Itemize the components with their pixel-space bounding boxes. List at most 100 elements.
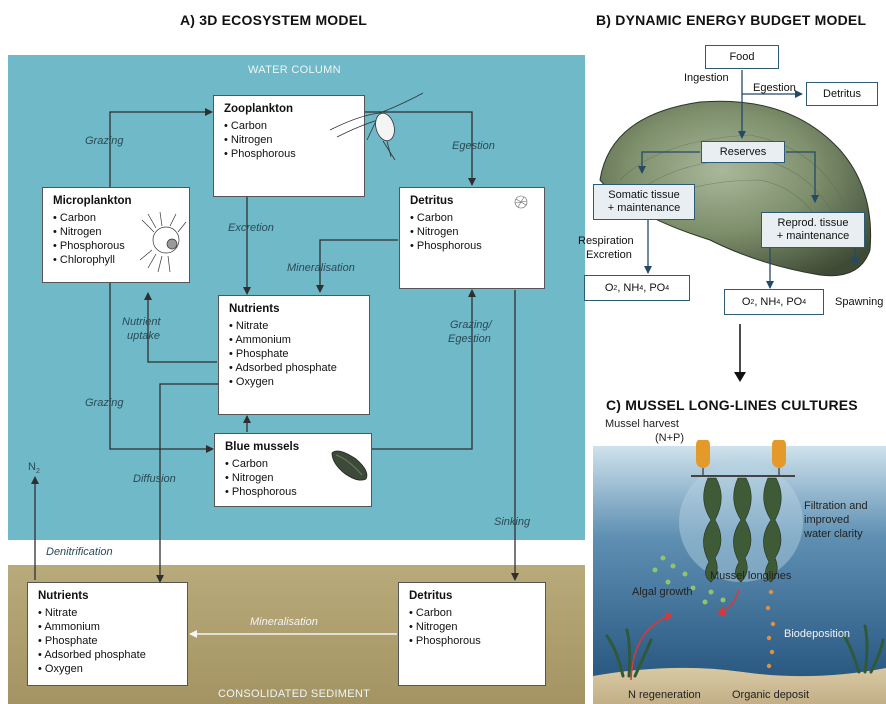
panel-c-illustration (593, 440, 886, 704)
out-right-nh-sub: 4 (776, 298, 781, 306)
blue-mussels-item: Nitrogen (225, 471, 361, 485)
detritus-title: Detritus (410, 195, 454, 207)
detritus-item: Phosphorous (410, 239, 534, 253)
nutrients-item: Adsorbed phosphate (229, 361, 359, 375)
out-left-po-sub: 4 (665, 284, 670, 292)
nutrients-item: Ammonium (229, 333, 359, 347)
filtration-line2: improved (804, 514, 850, 526)
blue-mussels-item: Phosphorous (225, 485, 361, 499)
out-right-po: , PO (780, 296, 803, 308)
out-right-o: O (741, 296, 751, 308)
sediment-nutrients-item: Ammonium (38, 620, 177, 634)
sediment-nutrients-box: Nutrients Nitrate Ammonium Phosphate Ads… (27, 582, 188, 686)
food-box: Food (705, 45, 779, 69)
panel-b-title: B) DYNAMIC ENERGY BUDGET MODEL (596, 12, 867, 28)
out-right-o-sup: 2 (750, 298, 755, 306)
egestion-label: Egestion (753, 82, 796, 94)
somatic-line1: Somatic tissue (608, 189, 680, 201)
sediment-detritus-box: Detritus Carbon Nitrogen Phosphorous (398, 582, 546, 686)
respiration-label: Respiration (578, 235, 634, 247)
sediment-nutrients-item: Oxygen (38, 662, 177, 676)
out-right-nh: , NH (754, 296, 777, 308)
zooplankton-box: Zooplankton Carbon Nitrogen Phosphorous (213, 95, 365, 197)
zooplankton-item: Nitrogen (224, 133, 354, 147)
flow-grazing-egestion-line2: Egestion (448, 333, 491, 345)
detritus-item: Carbon (410, 211, 534, 225)
flow-diffusion: Diffusion (133, 473, 176, 485)
out-left-po: , PO (643, 282, 666, 294)
mussel-harvest-line1: Mussel harvest (605, 418, 679, 430)
filtration-line1: Filtration and (804, 500, 868, 512)
water-column-label: WATER COLUMN (248, 64, 341, 76)
sediment-nutrients-item: Adsorbed phosphate (38, 648, 177, 662)
sediment-nutrients-item: Nitrate (38, 606, 177, 620)
sediment-nutrients-item: Phosphate (38, 634, 177, 648)
flow-excretion: Excretion (228, 222, 274, 234)
flow-grazing-top: Grazing (85, 135, 124, 147)
reproductive-tissue-box: Reprod. tissue + maintenance (761, 212, 865, 248)
microplankton-box: Microplankton Carbon Nitrogen Phosphorou… (42, 187, 190, 283)
flow-nutrient-uptake-line1: Nutrient (122, 316, 161, 328)
n-regeneration-label: N regeneration (628, 689, 701, 701)
n2-symbol: N (28, 461, 36, 473)
nutrients-title: Nutrients (229, 303, 280, 315)
reprod-line1: Reprod. tissue (777, 217, 849, 229)
out-left-nh-sub: 4 (639, 284, 644, 292)
algal-growth-label: Algal growth (632, 586, 693, 598)
blue-mussels-box: Blue mussels Carbon Nitrogen Phosphorous (214, 433, 372, 507)
panel-c-title: C) MUSSEL LONG-LINES CULTURES (606, 397, 858, 413)
flow-n2: N2 (28, 461, 40, 475)
detritus-particle-icon (514, 195, 528, 209)
flow-egestion: Egestion (452, 140, 495, 152)
flow-nutrient-uptake-line2: uptake (127, 330, 161, 342)
microplankton-item: Nitrogen (53, 225, 179, 239)
sediment-detritus-title: Detritus (409, 590, 453, 602)
reprod-line2: + maintenance (776, 230, 850, 242)
detritus-item: Nitrogen (410, 225, 534, 239)
somatic-line2: + maintenance (607, 202, 681, 214)
flow-sinking: Sinking (494, 516, 531, 528)
b-to-c-arrow (734, 324, 746, 382)
mussel-illustration (331, 450, 368, 481)
flow-denitrification: Denitrification (46, 546, 113, 558)
biodeposition-label: Biodeposition (784, 628, 851, 640)
blue-mussels-title: Blue mussels (225, 441, 300, 453)
microplankton-item: Chlorophyll (53, 253, 179, 267)
microplankton-item: Phosphorous (53, 239, 179, 253)
zooplankton-illustration (329, 92, 424, 161)
sediment-detritus-item: Nitrogen (409, 620, 535, 634)
out-left-o-sup: 2 (613, 284, 618, 292)
ingestion-label: Ingestion (684, 72, 729, 84)
reserves-box: Reserves (701, 141, 785, 163)
blue-mussels-item: Carbon (225, 457, 361, 471)
filtration-line3: water clarity (804, 528, 863, 540)
spawning-label: Spawning (835, 296, 884, 308)
mussel-longlines-label: Mussel longlines (710, 570, 792, 582)
microplankton-illustration (139, 211, 187, 273)
n2-subscript: 2 (35, 468, 40, 476)
microplankton-title: Microplankton (53, 195, 132, 207)
zooplankton-title: Zooplankton (224, 103, 293, 115)
detritus-box: Detritus Carbon Nitrogen Phosphorous (399, 187, 545, 289)
zooplankton-item: Phosphorous (224, 147, 354, 161)
out-left-nh: , NH (617, 282, 640, 294)
zooplankton-item: Carbon (224, 119, 354, 133)
somatic-tissue-box: Somatic tissue + maintenance (593, 184, 695, 220)
nutrients-item: Phosphate (229, 347, 359, 361)
flow-grazing-bottom: Grazing (85, 397, 124, 409)
out-right-po-sub: 4 (802, 298, 807, 306)
sediment-label: CONSOLIDATED SEDIMENT (218, 688, 371, 700)
microplankton-item: Carbon (53, 211, 179, 225)
nutrients-item: Oxygen (229, 375, 359, 389)
excretion-label: Excretion (586, 249, 632, 261)
flow-sediment-mineralisation: Mineralisation (250, 616, 318, 628)
organic-deposit-label: Organic deposit (732, 689, 810, 701)
nutrients-item: Nitrate (229, 319, 359, 333)
sediment-nutrients-title: Nutrients (38, 590, 89, 602)
flow-mineralisation: Mineralisation (287, 262, 355, 274)
detritus-output-box: Detritus (806, 82, 878, 106)
mussel-harvest-line2: (N+P) (655, 432, 685, 444)
nutrients-box: Nutrients Nitrate Ammonium Phosphate Ads… (218, 295, 370, 415)
